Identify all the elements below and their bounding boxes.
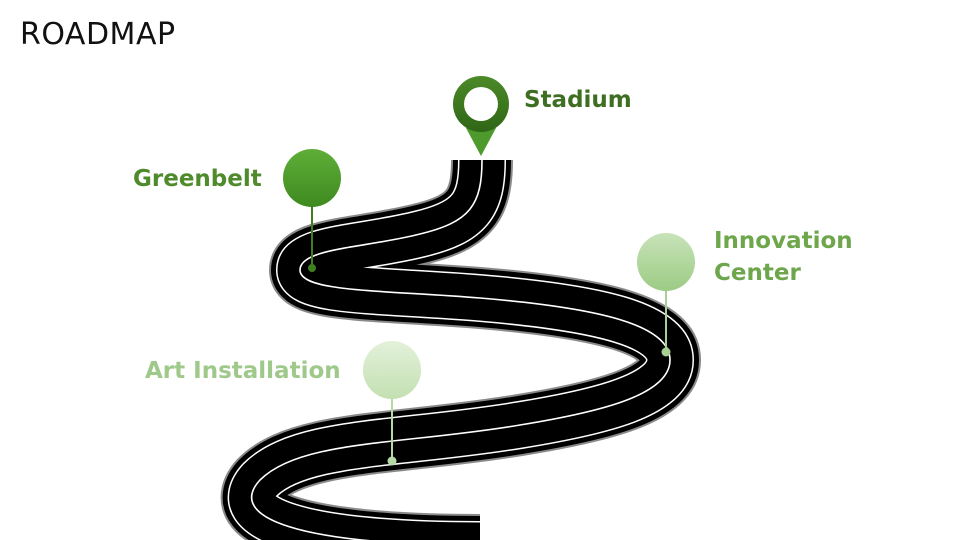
- page-title: ROADMAP: [20, 17, 176, 52]
- milestone-label-stadium: Stadium: [524, 87, 632, 113]
- art-installation-marker: [363, 341, 421, 466]
- milestone-label-innovation-center: Innovation Center: [714, 225, 914, 289]
- stadium-pin-icon: [453, 76, 509, 156]
- greenbelt-marker: [283, 149, 341, 272]
- milestone-label-line: Innovation: [714, 228, 853, 254]
- road-center-line: [250, 159, 671, 540]
- milestone-label-greenbelt: Greenbelt: [133, 166, 262, 192]
- innovation-center-marker: [637, 233, 695, 357]
- milestone-label-art-installation: Art Installation: [145, 358, 341, 384]
- milestone-label-line: Center: [714, 260, 801, 286]
- road: [220, 159, 701, 540]
